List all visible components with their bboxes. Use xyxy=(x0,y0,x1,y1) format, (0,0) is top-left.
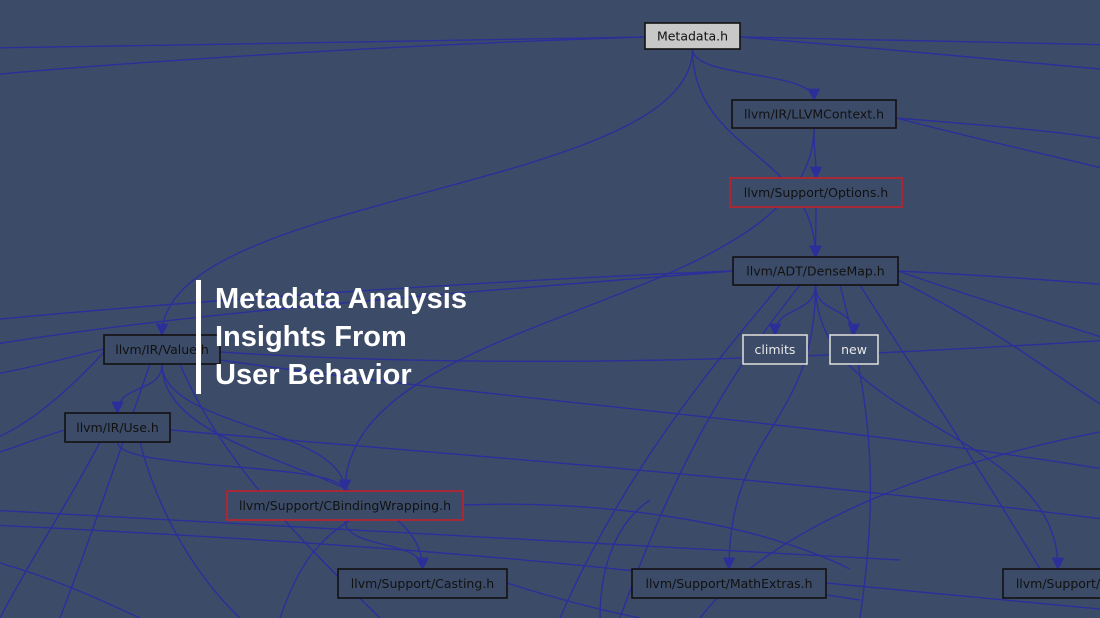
background-edge xyxy=(895,117,1100,140)
background-edge xyxy=(825,582,1100,610)
node-box xyxy=(729,177,903,208)
edge-value-to-casting xyxy=(161,363,429,571)
background-edge xyxy=(897,270,1100,285)
background-edge xyxy=(559,284,781,618)
node-box xyxy=(829,334,879,365)
background-edge xyxy=(739,36,1100,70)
title-line-3: User Behavior xyxy=(215,359,412,391)
background-edge xyxy=(739,36,1100,46)
graph-nodes: Metadata.h llvm/IR/LLVMContext.h llvm/Supp… xyxy=(64,22,1100,599)
background-edge xyxy=(619,284,801,618)
node-label: llvm/ADT/DenseMap.h xyxy=(746,264,884,279)
background-edge xyxy=(462,503,851,570)
node-box xyxy=(226,490,464,521)
background-edges xyxy=(0,36,1100,618)
edge-options-to-densemap xyxy=(809,206,822,259)
background-edge xyxy=(599,499,651,618)
edge-metadata-to-value xyxy=(155,48,694,337)
background-edge xyxy=(169,429,1100,520)
edge-value-to-use xyxy=(111,363,163,415)
node-mathextras[interactable]: llvm/Support/MathExtras.h xyxy=(631,568,827,599)
background-edge xyxy=(0,509,901,561)
edge-densemap-to-new xyxy=(814,284,861,337)
background-edge xyxy=(0,441,101,618)
node-label: llvm/Support/Casting.h xyxy=(351,576,494,591)
edge-cbinding-to-casting xyxy=(344,519,429,571)
background-edge xyxy=(0,562,141,618)
node-label: llvm/Support/Options.h xyxy=(744,185,888,200)
edge-densemap-to-climits xyxy=(768,284,817,337)
node-metadata[interactable]: Metadata.h xyxy=(644,22,741,50)
background-edge xyxy=(0,351,105,437)
node-llvmcontext[interactable]: llvm/IR/LLVMContext.h xyxy=(731,99,897,129)
background-edge xyxy=(59,363,151,618)
node-label: llvm/Support/MathExtras.h xyxy=(645,576,812,591)
node-climits[interactable]: climits xyxy=(742,334,808,365)
title-line-1: Metadata Analysis xyxy=(215,283,467,315)
node-box xyxy=(732,256,899,286)
node-label: Metadata.h xyxy=(657,29,728,44)
node-box xyxy=(742,334,808,365)
background-edge xyxy=(219,339,1100,363)
node-box xyxy=(631,568,827,599)
node-casting[interactable]: llvm/Support/Casting.h xyxy=(337,568,508,599)
edge-metadata-to-llvmcontext xyxy=(691,48,821,102)
edge-use-to-cbinding xyxy=(116,441,352,493)
overlay-title: Metadata Analysis Insights From User Beh… xyxy=(196,280,467,394)
node-label: llvm/Support/ xyxy=(1016,576,1100,591)
edge-densemap-to-mathextras xyxy=(722,284,817,571)
node-label: new xyxy=(841,342,867,357)
node-cbinding[interactable]: llvm/Support/CBindingWrapping.h xyxy=(226,490,464,521)
title-line-2: Insights From xyxy=(215,321,407,353)
edge-metadata-to-densemap xyxy=(691,48,822,259)
edge-value-to-cbinding xyxy=(161,363,352,493)
background-edge xyxy=(0,429,66,453)
background-edge xyxy=(895,117,1100,169)
node-label: llvm/IR/LLVMContext.h xyxy=(744,107,884,122)
background-edge xyxy=(0,270,734,345)
background-edge xyxy=(506,582,641,618)
node-box xyxy=(731,99,897,129)
background-edge xyxy=(897,279,1100,405)
node-label: llvm/Support/CBindingWrapping.h xyxy=(239,498,451,513)
background-edge xyxy=(0,348,105,374)
node-densemap[interactable]: llvm/ADT/DenseMap.h xyxy=(732,256,899,286)
background-edge xyxy=(0,36,646,49)
node-support_partial[interactable]: llvm/Support/ xyxy=(1002,568,1100,599)
background-edge xyxy=(219,359,1100,470)
node-box xyxy=(64,412,171,443)
graph-edges xyxy=(111,48,1065,571)
node-box xyxy=(337,568,508,599)
edge-densemap-to-support_partial xyxy=(814,284,1065,571)
background-edge xyxy=(279,519,351,618)
background-edge xyxy=(859,284,1041,570)
background-edge xyxy=(0,36,646,75)
node-label: climits xyxy=(755,342,796,357)
node-new[interactable]: new xyxy=(829,334,879,365)
node-label: llvm/IR/Use.h xyxy=(76,420,159,435)
node-box xyxy=(1002,568,1100,599)
background-edge xyxy=(897,270,1100,338)
node-use[interactable]: llvm/IR/Use.h xyxy=(64,412,171,443)
background-edge xyxy=(139,441,241,618)
node-box xyxy=(644,22,741,50)
node-label: llvm/IR/Value.h xyxy=(115,342,209,357)
node-options[interactable]: llvm/Support/Options.h xyxy=(729,177,903,208)
background-edge xyxy=(0,270,734,320)
